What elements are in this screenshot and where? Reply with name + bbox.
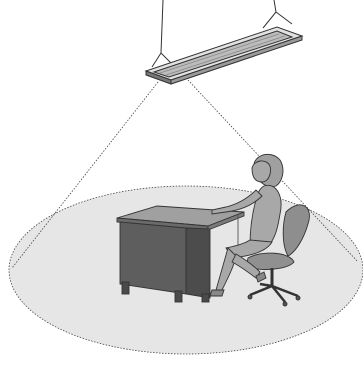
right-cable — [273, 0, 277, 13]
luminaire-tube-2 — [165, 35, 286, 76]
light-cone-left-edge — [11, 81, 159, 269]
linear-pendant-luminaire — [144, 26, 304, 85]
chair-caster-3 — [282, 301, 288, 307]
seated-woman — [209, 154, 284, 297]
luminaire-side — [170, 35, 303, 85]
left-cable-hanger — [151, 52, 162, 68]
right-cable-hanger — [262, 11, 277, 29]
desk — [116, 205, 245, 303]
chair-leg-1 — [249, 284, 273, 297]
person-shoe-back — [255, 271, 267, 283]
desk-foot-left — [121, 281, 130, 295]
light-cone-right-edge — [187, 79, 359, 263]
desk-foot-back — [201, 293, 210, 303]
person-leg-back — [231, 253, 261, 279]
left-cable — [160, 0, 164, 54]
chair-caster-2 — [295, 295, 301, 301]
left-cable-hanger-right — [160, 52, 172, 64]
person-head — [251, 160, 271, 183]
person-shoe-front — [209, 289, 225, 297]
chair-base — [249, 282, 299, 303]
chair-backrest — [282, 204, 310, 257]
person-arm — [211, 189, 263, 215]
chair-leg-4 — [259, 282, 273, 288]
desk-foot-right — [174, 290, 183, 303]
chair-leg-2 — [271, 284, 299, 298]
chair-caster-1 — [247, 294, 253, 300]
light-cone — [11, 79, 359, 269]
luminaire-inner — [152, 30, 294, 78]
chair-leg-3 — [271, 285, 286, 303]
luminaire-tube-1 — [159, 33, 280, 74]
desk-pedestal — [185, 227, 211, 299]
right-cable-hanger-right — [275, 11, 293, 25]
suspension-cables — [151, 0, 293, 68]
desk-body — [119, 221, 187, 295]
